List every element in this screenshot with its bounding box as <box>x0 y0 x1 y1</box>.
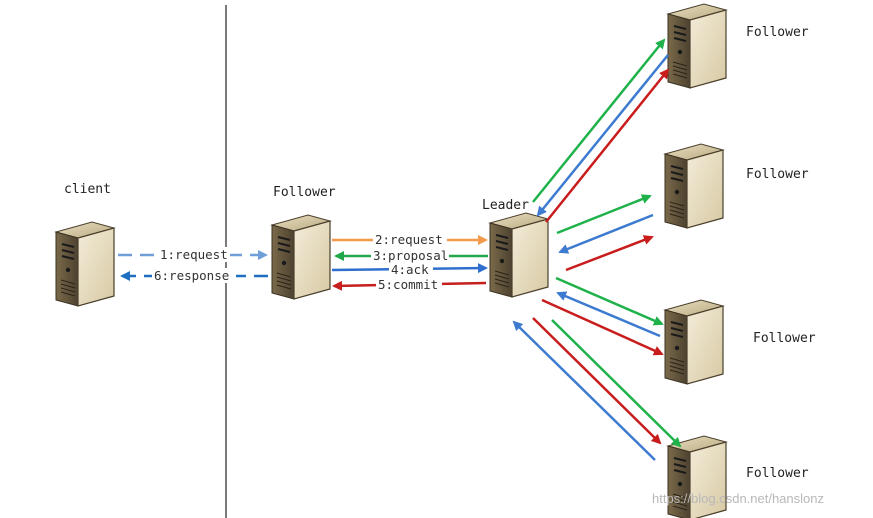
proposal-arrow-f2 <box>556 194 652 235</box>
ack-label-bg <box>389 263 433 275</box>
follower-right-4-label: Follower <box>746 466 809 481</box>
response-label-6: 6:response <box>154 268 229 283</box>
proposal-arrow-f4 <box>551 319 682 448</box>
ack-arrow-f1 <box>536 54 669 217</box>
proposal-arrow-f3 <box>555 276 664 326</box>
commit-arrow-f2 <box>565 235 654 272</box>
follower-left-label: Follower <box>273 185 336 200</box>
commit-arrow-f1 <box>545 68 670 223</box>
commit-arrow-f4 <box>532 317 662 445</box>
follower-right-2-server-icon <box>664 143 724 229</box>
follower-right-3-label: Follower <box>753 331 816 346</box>
commit-arrow-f3 <box>541 298 664 356</box>
request2-label-bg <box>373 233 447 247</box>
ack-arrow-f4 <box>512 320 656 461</box>
commit-label-5: 5:commit <box>378 277 438 292</box>
client-server-icon <box>55 221 115 307</box>
leader-label: Leader <box>482 198 529 213</box>
client-label: client <box>64 182 111 197</box>
proposal-arrow-f1 <box>532 38 666 203</box>
response-label-bg <box>152 268 236 283</box>
follower-right-1-server-icon <box>667 3 727 89</box>
request-label-1: 1:request <box>160 247 228 262</box>
follower-right-1-label: Follower <box>746 25 809 40</box>
commit-label-bg <box>376 278 442 291</box>
request-label-2: 2:request <box>375 232 443 247</box>
request-label-bg <box>158 247 230 262</box>
proposal-label-3: 3:proposal <box>373 248 448 263</box>
proposal-label-bg <box>371 249 449 262</box>
ack-arrow-f3 <box>556 291 661 338</box>
leader-server-icon <box>489 212 549 298</box>
follower-right-3-server-icon <box>664 299 724 385</box>
ack-arrow-f2 <box>558 213 654 254</box>
ack-label-4: 4:ack <box>391 262 429 277</box>
follower-right-2-label: Follower <box>746 167 809 182</box>
follower-left-server-icon <box>271 214 331 300</box>
watermark-text: https://blog.csdn.net/hanslonz <box>652 491 824 506</box>
